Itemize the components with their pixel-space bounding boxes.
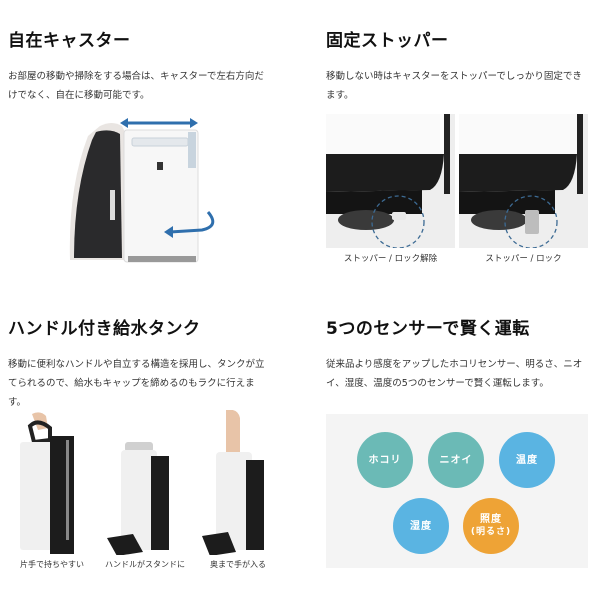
tank-description: 移動に便利なハンドルや自立する構造を採用し、タンクが立 てられるので、給水もキャ… bbox=[8, 359, 265, 408]
stopper-unlocked-photo bbox=[326, 114, 455, 248]
casters-title: 自在キャスター bbox=[8, 31, 131, 51]
stopper-description: 移動しない時はキャスターをストッパーでしっかり固定でき ます。 bbox=[326, 71, 582, 101]
sensor-humidity: 湿度 bbox=[393, 498, 449, 554]
tank-handle-stand-photo bbox=[103, 410, 187, 556]
tank-one-hand-photo bbox=[10, 410, 94, 555]
stopper-locked-caption: ストッパー / ロック bbox=[485, 254, 562, 264]
section-tank: ハンドル付き給水タンク 移動に便利なハンドルや自立する構造を採用し、タンクが立 … bbox=[8, 314, 288, 412]
tank-handle-stand-caption: ハンドルがスタンドに bbox=[105, 560, 185, 569]
stopper-images: ストッパー / ロック解除 ストッパー / ロック bbox=[326, 114, 588, 264]
sensor-dust: ホコリ bbox=[357, 432, 413, 488]
stopper-unlocked: ストッパー / ロック解除 bbox=[326, 114, 455, 264]
stopper-unlocked-caption: ストッパー / ロック解除 bbox=[343, 254, 438, 264]
sensor-temperature: 温度 bbox=[499, 432, 555, 488]
tank-images: 片手で持ちやすい ハンドルがスタンドに 奥まで手が入る bbox=[10, 409, 280, 570]
tank-handle-stand: ハンドルがスタンドに bbox=[103, 410, 187, 570]
sensor-panel: ホコリ ニオイ 温度 湿度 照度 (明るさ) bbox=[326, 414, 588, 568]
air-purifier-image bbox=[60, 108, 230, 268]
tank-one-hand: 片手で持ちやすい bbox=[10, 410, 94, 570]
sensors-description: 従来品より感度をアップしたホコリセンサー、明るさ、ニオ イ、湿度、温度の5つのセ… bbox=[326, 359, 583, 389]
stopper-title: 固定ストッパー bbox=[326, 31, 449, 51]
tank-hand-inside: 奥まで手が入る bbox=[196, 409, 280, 570]
casters-description: お部屋の移動や掃除をする場合は、キャスターで左右方向だ けでなく、自在に移動可能… bbox=[8, 71, 264, 101]
sensor-odor: ニオイ bbox=[428, 432, 484, 488]
tank-one-hand-caption: 片手で持ちやすい bbox=[20, 560, 84, 569]
section-sensors: 5つのセンサーで賢く運転 従来品より感度をアップしたホコリセンサー、明るさ、ニオ… bbox=[326, 314, 596, 393]
tank-title: ハンドル付き給水タンク bbox=[8, 319, 201, 339]
sensors-title: 5つのセンサーで賢く運転 bbox=[326, 319, 530, 339]
stopper-locked-photo bbox=[459, 114, 588, 248]
section-stopper: 固定ストッパー 移動しない時はキャスターをストッパーでしっかり固定でき ます。 bbox=[326, 26, 596, 105]
tank-hand-inside-photo bbox=[196, 409, 280, 556]
stopper-locked: ストッパー / ロック bbox=[459, 114, 588, 264]
sensor-illuminance: 照度 (明るさ) bbox=[463, 498, 519, 554]
tank-hand-inside-caption: 奥まで手が入る bbox=[210, 560, 266, 569]
section-casters: 自在キャスター お部屋の移動や掃除をする場合は、キャスターで左右方向だ けでなく… bbox=[8, 26, 283, 105]
